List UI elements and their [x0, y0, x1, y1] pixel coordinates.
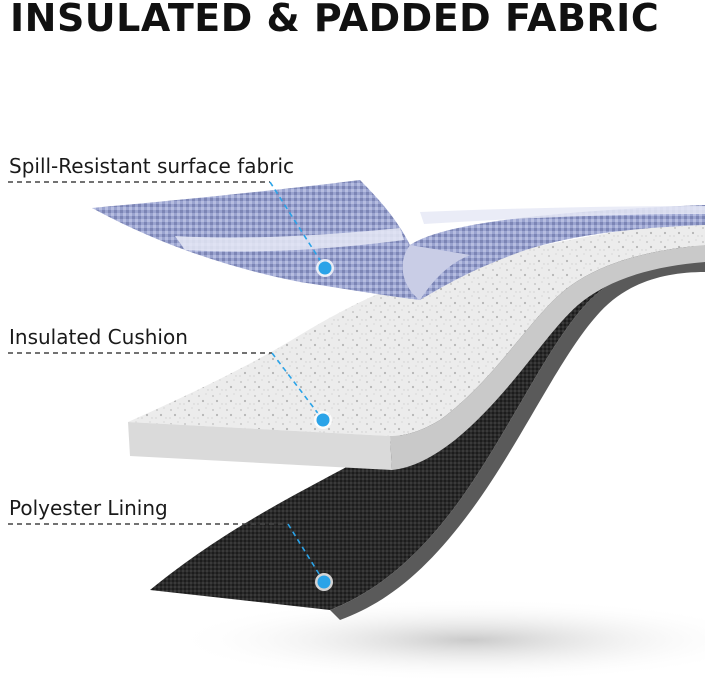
layer-label-insulated-cushion: Insulated Cushion [9, 325, 188, 349]
floor-shadow [170, 598, 705, 682]
layer-label-polyester-lining: Polyester Lining [9, 496, 168, 520]
layer-label-surface-fabric: Spill-Resistant surface fabric [9, 154, 294, 178]
